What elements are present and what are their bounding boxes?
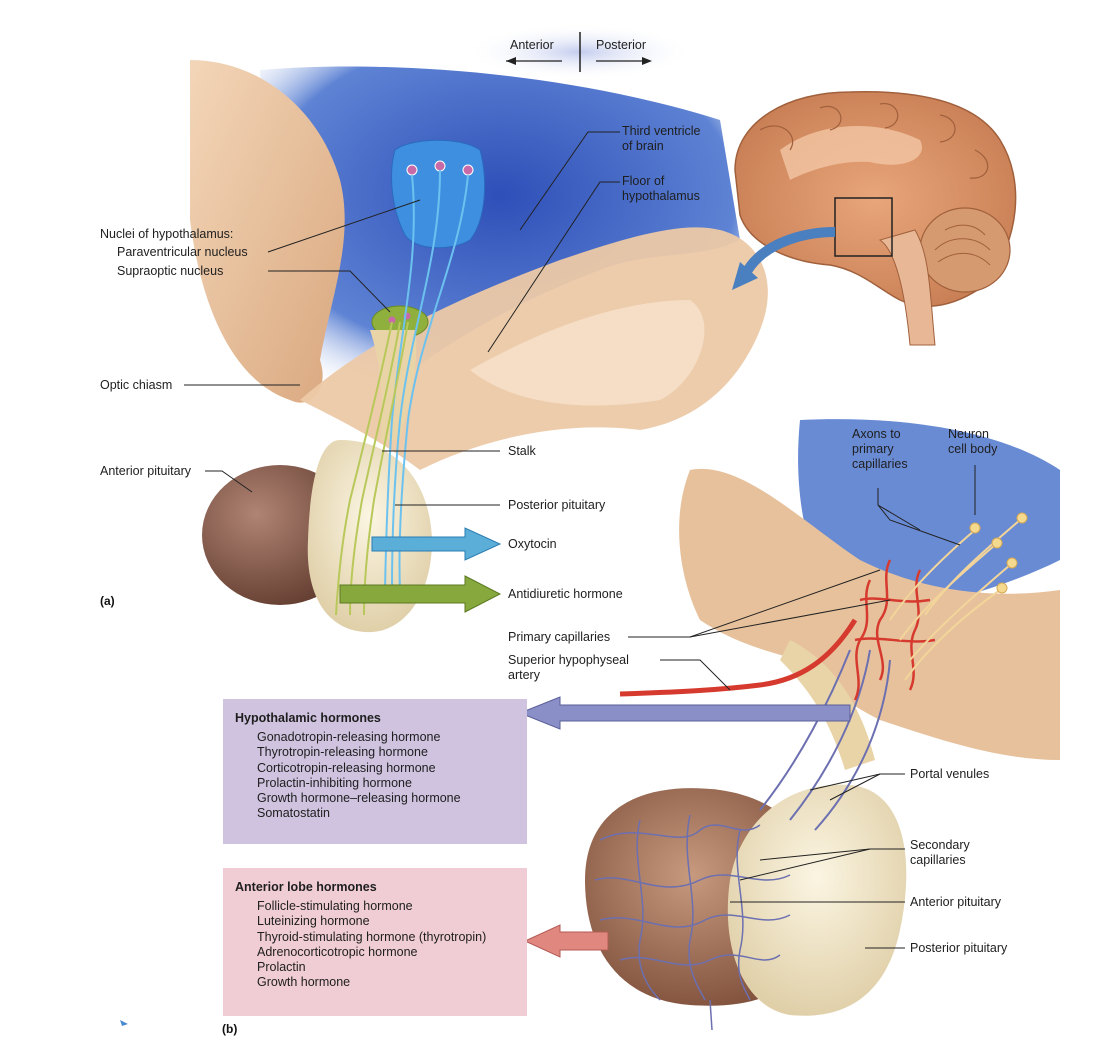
anterior-pituitary-a-label: Anterior pituitary: [100, 464, 192, 478]
list-item: Growth hormone–releasing hormone: [257, 791, 461, 806]
leader-lines-b: [628, 465, 976, 949]
list-item: Somatostatin: [257, 806, 330, 821]
floor-hypothalamus-label: Floor of hypothalamus: [622, 174, 700, 203]
list-item: Luteinizing hormone: [257, 914, 370, 929]
anterior-lobe-hormones-box: Anterior lobe hormones Follicle-stimulat…: [223, 868, 527, 1016]
portal-venules: [759, 649, 891, 831]
adh-arrow: [339, 575, 502, 613]
anterior-label: Anterior: [510, 38, 554, 52]
posterior-pituitary-b: [727, 784, 907, 1016]
paraventricular-nucleus: [391, 139, 486, 249]
posterior-pituitary-a-label: Posterior pituitary: [508, 498, 606, 512]
third-ventricle-area: [260, 66, 740, 390]
brainstem: [878, 229, 936, 346]
secondary-capillaries-label: Secondary capillaries: [910, 838, 970, 867]
anterior-pituitary-b-label: Anterior pituitary: [910, 895, 1002, 909]
posterior-pituitary-b-label: Posterior pituitary: [910, 941, 1008, 955]
panel-a-tag: (a): [100, 594, 115, 608]
list-item: Prolactin-inhibiting hormone: [257, 775, 412, 790]
stalk-label: Stalk: [508, 444, 536, 458]
list-item: Thyroid-stimulating hormone (thyrotropin…: [257, 929, 487, 944]
anterior-hormone-arrow: [523, 924, 609, 958]
optic-chiasm-label: Optic chiasm: [100, 378, 173, 392]
nuclei-heading-label: Nuclei of hypothalamus:: [100, 227, 234, 241]
panel-b-tag: (b): [222, 1022, 238, 1036]
anterior-lobe-hormones-list: Follicle-stimulating hormone Luteinizing…: [235, 899, 515, 990]
zoom-arrow: [740, 227, 836, 278]
list-item: Follicle-stimulating hormone: [257, 899, 413, 914]
neuron-cell-bodies: [969, 512, 1028, 594]
superior-hypophyseal-artery: [619, 618, 858, 697]
list-item: Thyrotropin-releasing hormone: [257, 745, 428, 760]
neuron-cell-body-label: Neuron cell body: [948, 427, 998, 456]
list-item: Corticotropin-releasing hormone: [257, 760, 436, 775]
axons-b: [889, 519, 1021, 681]
list-item: Adrenocorticotropic hormone: [257, 944, 418, 959]
oxytocin-arrow: [371, 527, 502, 561]
hypothalamic-hormones-title: Hypothalamic hormones: [235, 711, 381, 725]
adh-label: Antidiuretic hormone: [508, 587, 623, 601]
portal-venules-label: Portal venules: [910, 767, 990, 781]
anterior-lobe-hormones-title: Anterior lobe hormones: [235, 880, 377, 894]
corner-marker: [120, 1020, 128, 1026]
tissue-wall-left: [190, 60, 345, 403]
supraoptic-label: Supraoptic nucleus: [117, 264, 224, 278]
leader-lines-a: [184, 131, 620, 506]
cerebellum: [919, 207, 1011, 293]
superior-artery-label: Superior hypophyseal artery: [508, 653, 629, 682]
hypothalamic-hormone-arrow: [518, 696, 851, 730]
paraventricular-label: Paraventricular nucleus: [117, 245, 248, 259]
primary-capillaries-label: Primary capillaries: [508, 630, 611, 644]
pituitary-stalk: [370, 330, 417, 440]
posterior-label: Posterior: [596, 38, 647, 52]
hypothalamic-hormones-box: Hypothalamic hormones Gonadotropin-relea…: [223, 699, 527, 844]
axons-label: Axons to primary capillaries: [852, 427, 908, 471]
third-ventricle-label: Third ventricle of brain: [622, 124, 701, 153]
list-item: Gonadotropin-releasing hormone: [257, 730, 441, 745]
tissue-b: [679, 468, 1060, 760]
hypothalamic-hormones-list: Gonadotropin-releasing hormone Thyrotrop…: [235, 730, 515, 821]
list-item: Growth hormone: [257, 975, 351, 990]
list-item: Prolactin: [257, 960, 306, 975]
oxytocin-label: Oxytocin: [508, 537, 557, 551]
secondary-capillaries: [594, 814, 791, 1031]
